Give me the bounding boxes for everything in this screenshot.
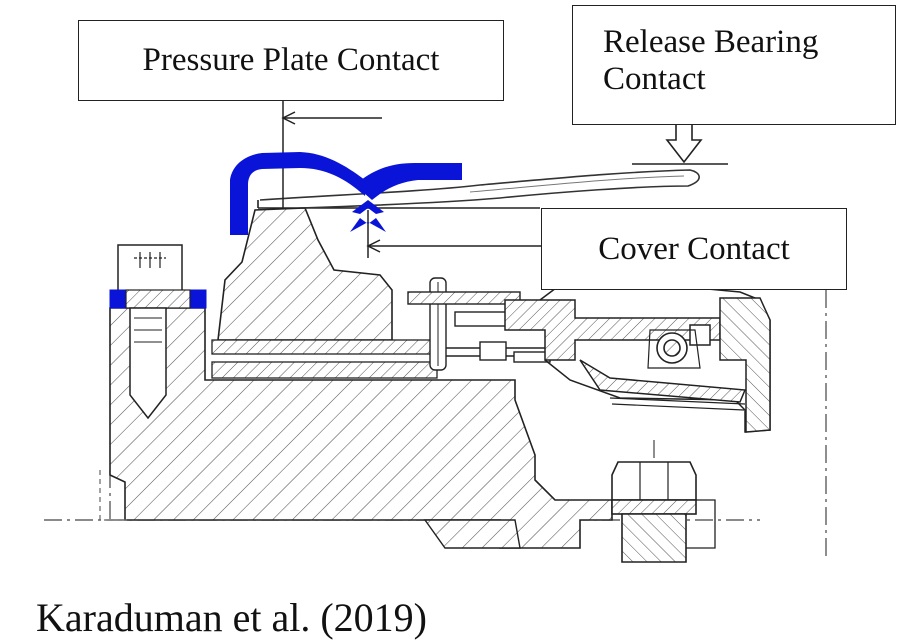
- release-bearing-contact-text-line2: Contact: [603, 60, 706, 97]
- pressure-plate-contact-highlight: [230, 152, 365, 235]
- friction-disc: [211, 339, 560, 379]
- rivets: [407, 277, 551, 371]
- release-bearing-contact-label: Release Bearing Contact: [572, 5, 896, 125]
- pressure-plate-contact-text: Pressure Plate Contact: [142, 42, 440, 79]
- cover-contact-text: Cover Contact: [598, 230, 790, 267]
- hex-bolt-bottom: [611, 461, 716, 563]
- hub-assembly: [504, 279, 771, 433]
- cover-contact-label: Cover Contact: [541, 208, 847, 290]
- release-bearing-contact-text-line1: Release Bearing: [603, 24, 819, 60]
- cover-contact-highlight: [355, 163, 462, 200]
- clutch-cross-section-diagram: [44, 101, 827, 563]
- cover-contact-leader: [366, 210, 541, 258]
- cover-contact-marker: [350, 200, 386, 232]
- flywheel-housing: [99, 307, 613, 549]
- contact-highlights: [230, 152, 462, 235]
- source-citation: Karaduman et al. (2019): [36, 595, 427, 640]
- mounting-bolt-left: [109, 244, 207, 420]
- diaphragm-spring: [259, 169, 700, 209]
- release-bearing-ball: [647, 329, 701, 369]
- pressure-plate: [217, 207, 393, 341]
- pressure-plate-contact-label: Pressure Plate Contact: [78, 20, 504, 101]
